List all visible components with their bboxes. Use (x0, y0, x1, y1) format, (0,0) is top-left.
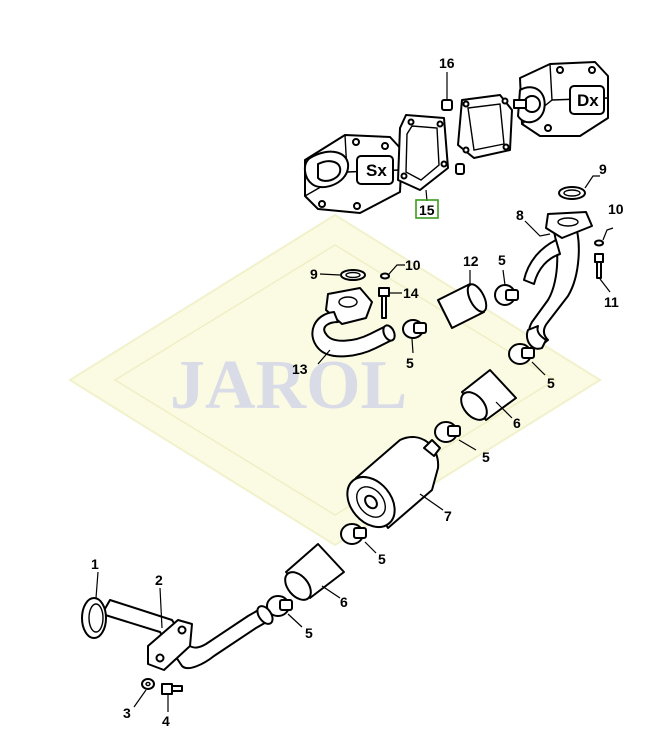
callout-3: 3 (123, 705, 131, 721)
callout-9-lower: 9 (310, 266, 318, 282)
bolt-part-4[interactable] (161, 683, 183, 695)
pipe-part-8[interactable] (523, 211, 593, 350)
callout-14: 14 (403, 285, 419, 301)
right-pump-dx[interactable]: Dx (513, 61, 609, 137)
callout-10-left: 10 (405, 257, 421, 273)
bolt-part-14[interactable] (378, 287, 390, 319)
pump-label-sx: Sx (366, 161, 387, 180)
washer-part-10-left[interactable] (380, 272, 390, 280)
stud-bolt[interactable] (455, 163, 465, 175)
bolt-part-11[interactable] (594, 253, 604, 279)
callout-5-d: 5 (482, 449, 490, 465)
clamp-part-5-d[interactable] (434, 421, 461, 443)
clamp-part-5-a[interactable] (494, 284, 519, 306)
pump-label-dx: Dx (577, 91, 599, 110)
callout-1: 1 (91, 556, 99, 572)
washer-part-10-right[interactable] (594, 239, 604, 247)
callout-11: 11 (604, 294, 619, 310)
pipe-part-2[interactable] (101, 599, 276, 671)
gasket-part-15[interactable] (397, 114, 449, 191)
callout-5-e: 5 (378, 551, 386, 567)
callout-5-f: 5 (305, 625, 313, 641)
gasket-ring-part-1[interactable] (81, 597, 107, 639)
clamp-part-5-f[interactable] (266, 595, 293, 617)
left-pump-sx[interactable]: Sx (304, 134, 403, 214)
washer-part-3[interactable] (141, 678, 155, 690)
flange-plate[interactable] (457, 94, 513, 159)
callout-5-c: 5 (547, 375, 555, 391)
hose-part-6-lower[interactable] (280, 543, 345, 605)
callout-5-a: 5 (498, 252, 506, 268)
watermark: JAROL (68, 213, 602, 547)
o-ring-part-9-lower[interactable] (340, 269, 366, 281)
highlight-box-15 (415, 199, 439, 219)
hose-part-6-upper[interactable] (456, 369, 517, 425)
callout-7: 7 (444, 508, 452, 524)
callout-12: 12 (463, 253, 479, 269)
callout-10-right: 10 (608, 201, 624, 217)
callout-6-lower: 6 (340, 594, 348, 610)
callout-16: 16 (439, 55, 455, 71)
callout-9-upper: 9 (599, 161, 607, 177)
callout-15: 15 (419, 202, 435, 218)
callout-13: 13 (292, 361, 308, 377)
nut-part-16[interactable] (441, 99, 453, 111)
o-ring-part-9-upper[interactable] (558, 186, 586, 200)
callout-2: 2 (155, 572, 163, 588)
callout-6-upper: 6 (513, 415, 521, 431)
muffler-part-7[interactable] (338, 435, 441, 536)
callout-4: 4 (162, 713, 170, 729)
clamp-part-5-c[interactable] (508, 343, 535, 365)
watermark-text: JAROL (170, 347, 407, 424)
callout-8: 8 (516, 207, 524, 223)
pipe-part-13[interactable] (311, 287, 397, 358)
callout-5-b: 5 (406, 355, 414, 371)
clamp-part-5-b[interactable] (402, 319, 427, 339)
clamp-part-5-e[interactable] (340, 523, 367, 545)
